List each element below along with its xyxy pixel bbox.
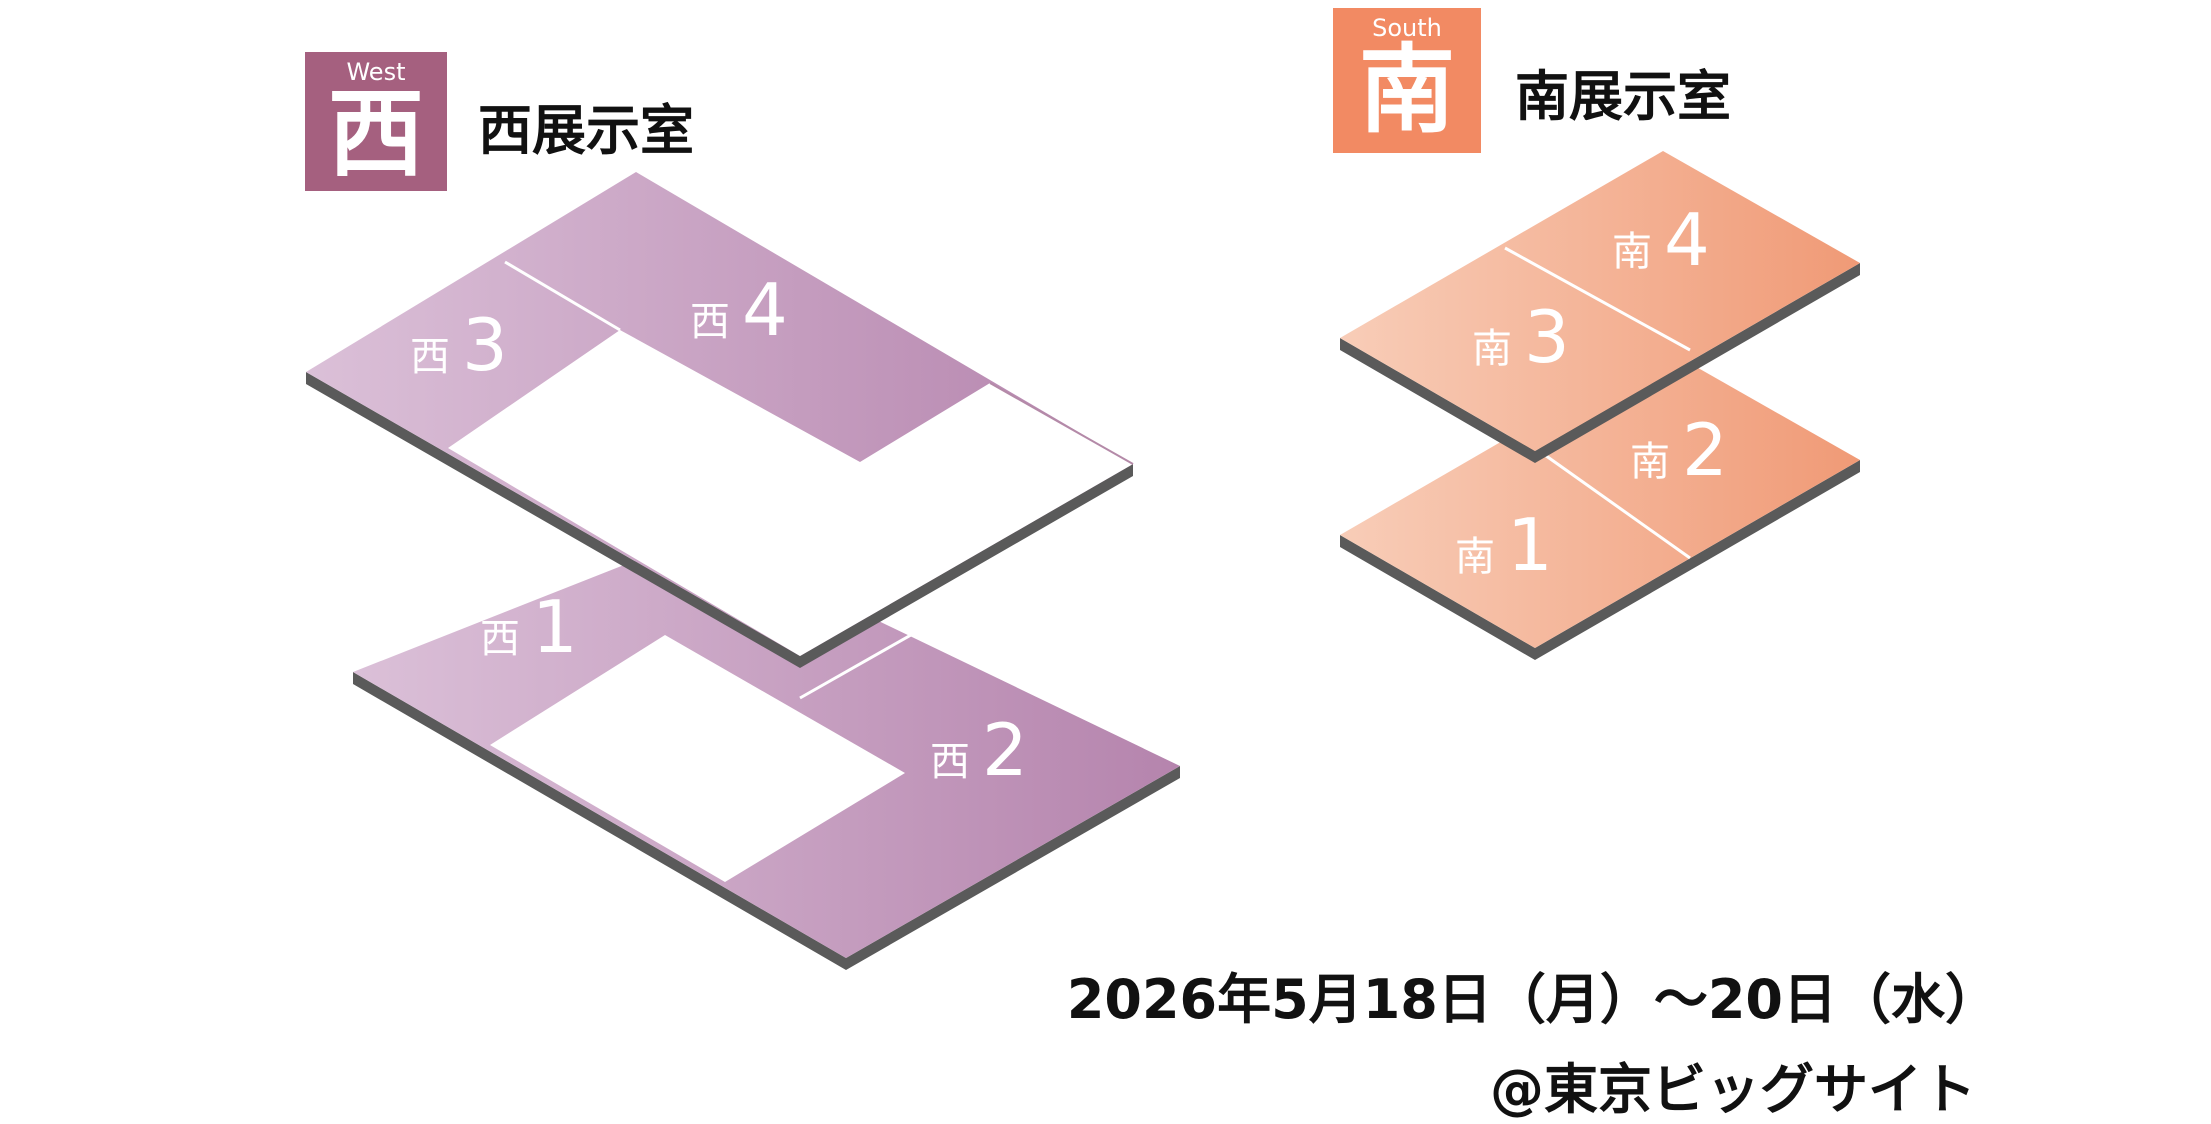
west-lower-courtyard xyxy=(490,635,905,882)
west-badge-english: West xyxy=(346,58,406,86)
south-badge-kanji: 南 xyxy=(1359,34,1455,146)
south-badge-english: South xyxy=(1372,14,1442,42)
event-dates: 2026年5月18日（月）～20日（水） xyxy=(1066,968,1999,1031)
south-upper-divider xyxy=(1504,246,1691,352)
west-hall-badge: West 西 xyxy=(305,52,447,191)
west-upper-courtyard xyxy=(448,330,1133,656)
west-hall-title: 西展示室 xyxy=(478,99,694,162)
west-badge-kanji: 西 xyxy=(328,78,424,190)
south-lower-floor xyxy=(1340,348,1860,660)
west-lower-floor-edge xyxy=(353,672,1180,970)
south-upper-floor xyxy=(1340,151,1860,463)
south-lower-divider xyxy=(1534,446,1691,560)
west-upper-floor-edge xyxy=(306,372,1133,668)
west-upper-divider xyxy=(504,260,621,332)
event-venue: @東京ビッグサイト xyxy=(1490,1058,1976,1121)
south-lower-floor-slab xyxy=(1340,348,1860,648)
south-lower-floor-edge xyxy=(1340,460,1860,660)
west-upper-floor xyxy=(306,172,1134,668)
south-upper-floor-edge xyxy=(1340,263,1860,463)
south-hall-badge: South 南 xyxy=(1333,8,1481,153)
west-lower-floor xyxy=(353,535,1180,970)
south-hall-title: 南展示室 xyxy=(1515,65,1731,128)
west-upper-east-edge xyxy=(989,382,1134,465)
west-lower-divider xyxy=(799,625,926,700)
